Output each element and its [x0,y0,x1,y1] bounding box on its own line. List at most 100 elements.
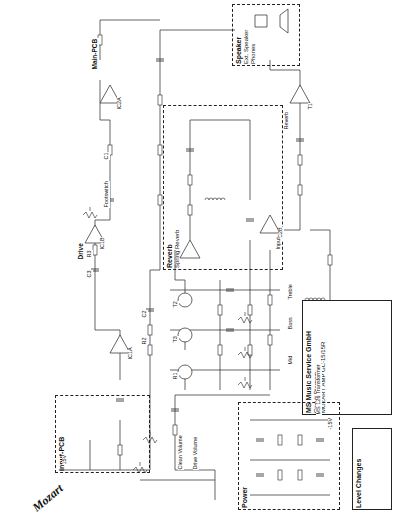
part-label: C1 [104,152,110,160]
wire [270,250,271,390]
resistor-symbol [268,295,272,305]
coil-symbol [213,198,217,200]
wire [190,120,230,240]
capacitor-symbol [186,149,194,151]
part-label: Reverb [284,111,290,130]
potentiometer-symbol [143,432,157,443]
part-label: Bass [288,317,294,330]
pcb-region: ReverbSpring Reverb [163,105,283,270]
potentiometer-symbol [238,377,252,388]
resistor-symbol [93,245,97,255]
resistor-symbol [148,325,152,335]
region-heading: MS Music Service GmbH [305,304,313,413]
wire [230,120,250,200]
wire [250,420,330,421]
potentiometer-symbol [133,462,147,473]
capacitor-symbol [226,329,234,331]
resistor-symbol [218,305,222,315]
region-heading: Power [241,406,249,508]
resistor-symbol [173,425,177,435]
part-label: Clean Volume [178,435,184,470]
resistor-symbol [158,195,162,205]
part-label: IC2A [117,97,123,110]
capacitor-symbol [316,474,324,476]
capacitor-symbol [296,139,304,141]
region-heading: Speaker [235,8,243,64]
pcb-region: Input-PCB [55,395,150,473]
wire [175,395,270,396]
part-label: T1 [308,103,314,110]
part-label: Treble [288,284,294,300]
resistor-symbol [188,205,192,215]
part-label: R1 [173,372,179,380]
part-label: Footswitch [104,181,110,208]
part-label: IC1B [100,237,106,250]
potentiometer-symbol [238,347,252,358]
coil-symbol [205,198,209,200]
jack-symbol [255,9,288,33]
resistor-symbol [268,335,272,345]
transistor-symbol [178,293,192,307]
resistor-symbol [148,345,152,355]
resistor-symbol [298,185,302,195]
wire [170,290,280,291]
part-label: Drive [78,243,85,260]
part-label: 15V [62,454,68,465]
capacitor-symbol [316,439,324,441]
region-note: Ext. Speaker [243,8,250,64]
region-note: Spring Reverb [174,109,181,268]
resistor-symbol [118,445,122,455]
opamp-symbol [110,335,130,353]
pcb-region: SpeakerExt. SpeakerPhones [232,4,300,66]
part-label: -15V [328,417,334,430]
part-label: T2 [173,301,179,308]
capacitor-symbol [116,399,124,401]
part-label: C3 [87,270,93,278]
part-label: MS 126 Transformer [316,364,322,415]
part-label: IC1A [128,347,134,360]
transistor-symbol [178,328,192,342]
capacitor-symbol [156,59,164,61]
pcb-region: Level Changes [352,428,392,510]
opamp-symbol [290,85,310,103]
resistor-symbol [298,435,302,445]
resistor-symbol [218,345,222,355]
wire [250,495,330,496]
pcb-region: Power [238,402,340,510]
part-label: Drive Volume [193,436,199,470]
resistor-symbol [328,255,332,265]
wire [250,240,251,280]
resistor-symbol [298,155,302,165]
opamp-symbol [260,215,280,233]
resistor-symbol [98,35,102,45]
wire [220,280,221,390]
resistor-symbol [188,175,192,185]
wire [95,290,120,380]
region-heading: Reverb [166,109,174,268]
wire [60,395,150,470]
wire [90,440,91,470]
potentiometer-symbol [238,312,252,323]
part-label: Mid [288,355,294,365]
resistor-symbol [298,470,302,480]
capacitor-symbol [226,289,234,291]
resistor-symbol [248,305,252,315]
wire [150,30,160,395]
logo: Mozart [30,482,66,515]
capacitor-symbol [256,474,264,476]
capacitor-symbol [171,409,179,411]
coil-symbol [221,198,225,200]
wire [270,60,300,70]
part-label: R2 [142,337,148,345]
wire [160,30,235,31]
potentiometer-symbol [83,207,97,218]
wire [250,460,330,461]
wire [100,20,160,60]
resistor-symbol [248,345,252,355]
part-label: T3 [173,336,179,343]
opamp-symbol [180,240,200,258]
capacitor-symbol [256,439,264,441]
wire [250,280,251,390]
wire [215,470,216,500]
region-heading: Level Changes [355,432,363,508]
